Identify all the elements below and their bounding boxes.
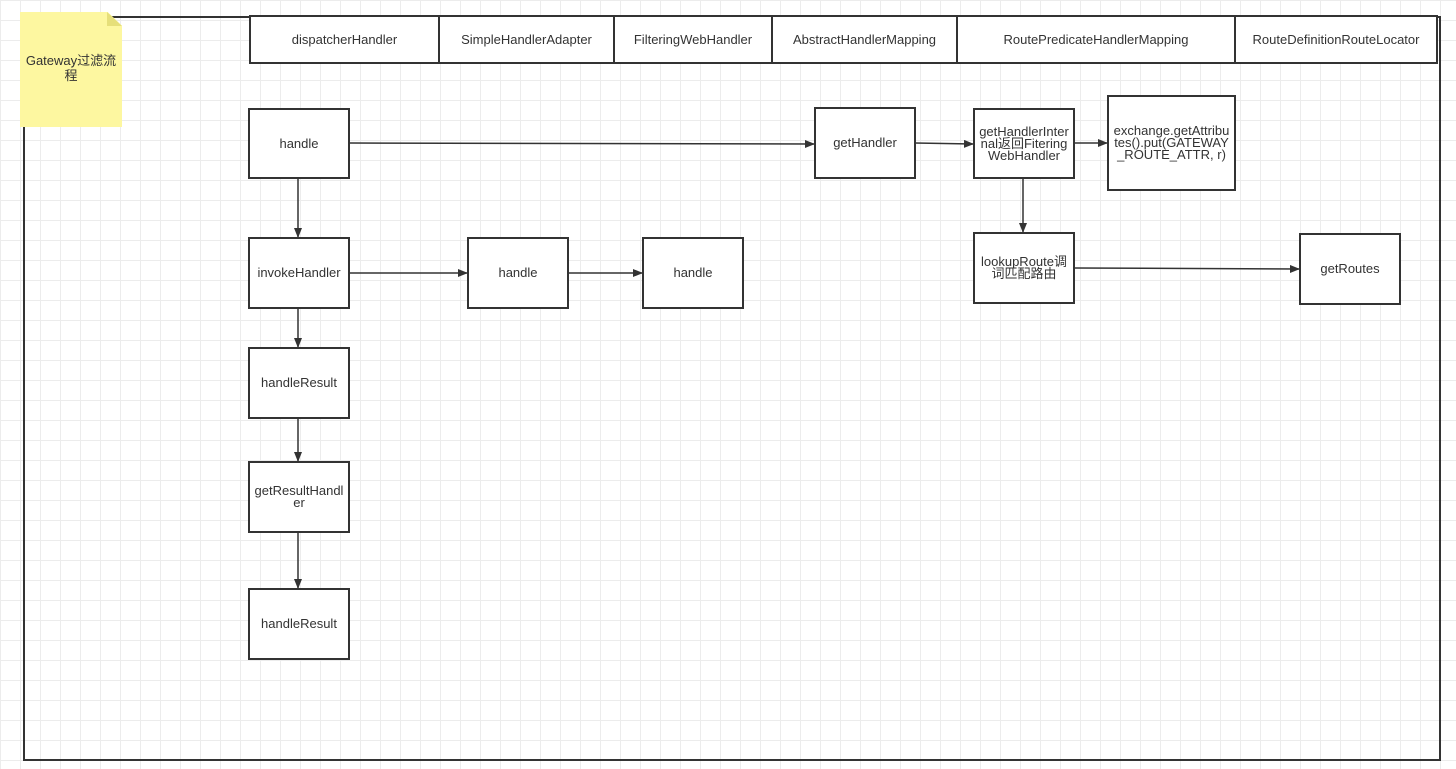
node-get-routes-label: getRoutes	[1320, 261, 1380, 276]
node-exchange-put-attributes: exchange.getAttributes().put(GATEWAY_ROU…	[1107, 95, 1236, 191]
node-filtering-handle-label: handle	[673, 265, 713, 280]
edge-handle-to-gethandler	[348, 139, 815, 148]
node-get-handler: getHandler	[814, 107, 916, 179]
node-get-result-handler: getResultHandler	[248, 461, 350, 533]
node-adapter-handle: handle	[467, 237, 569, 309]
node-lookup-route: lookupRoute调词匹配路由	[973, 232, 1075, 304]
node-exchange-put-attributes-label: exchange.getAttributes().put(GATEWAY_ROU…	[1113, 123, 1230, 162]
node-handle-result-1-label: handleResult	[261, 375, 337, 390]
lane-header-route-definition-route-locator: RouteDefinitionRouteLocator	[1234, 15, 1438, 64]
lane-header-route-predicate-handler-mapping: RoutePredicateHandlerMapping	[956, 15, 1236, 64]
node-lookup-route-label: lookupRoute调词匹配路由	[981, 254, 1067, 281]
lane-header-dispatcher-handler: dispatcherHandler	[249, 15, 440, 64]
node-get-handler-label: getHandler	[833, 135, 897, 150]
node-invoke-handler-label: invokeHandler	[257, 265, 341, 280]
node-handle-result-1: handleResult	[248, 347, 350, 419]
node-get-handler-internal: getHandlerInternal返回FiteringWebHandler	[973, 108, 1075, 179]
lane-header-filtering-web-handler: FilteringWebHandler	[613, 15, 773, 64]
lane-header-abstract-handler-mapping: AbstractHandlerMapping	[771, 15, 958, 64]
edge-gethandler-to-gethandlerinternal	[914, 139, 974, 148]
node-invoke-handler: invokeHandler	[248, 237, 350, 309]
node-get-handler-internal-label: getHandlerInternal返回FiteringWebHandler	[979, 123, 1069, 163]
node-get-routes: getRoutes	[1299, 233, 1401, 305]
node-adapter-handle-label: handle	[498, 265, 538, 280]
edge-lookuproute-to-getroutes	[1073, 264, 1300, 273]
node-dispatcher-handle: handle	[248, 108, 350, 179]
node-dispatcher-handle-label: handle	[279, 135, 319, 151]
node-get-result-handler-label: getResultHandler	[254, 483, 344, 510]
node-handle-result-2: handleResult	[248, 588, 350, 660]
node-filtering-handle: handle	[642, 237, 744, 309]
sticky-note	[20, 12, 122, 127]
sticky-note-text: Gateway过滤流程	[25, 53, 117, 83]
lane-header-simple-handler-adapter: SimpleHandlerAdapter	[438, 15, 615, 64]
node-handle-result-2-label: handleResult	[261, 616, 337, 631]
